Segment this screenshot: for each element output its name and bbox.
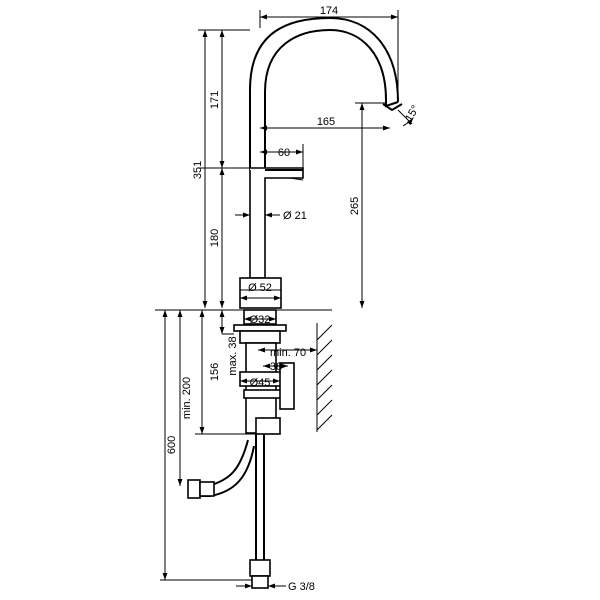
dim-diameter-32: Ø32 [250,314,271,326]
dim-g-3-8: G 3/8 [288,581,315,593]
dim-180: 180 [209,229,221,247]
dim-265: 265 [349,197,361,215]
dim-156: 156 [209,363,221,381]
dim-600: 600 [166,436,178,454]
dim-351: 351 [192,161,204,179]
faucet-outline [155,16,403,589]
dim-diameter-45: Ø45 [250,377,271,389]
wall-hatch [316,323,333,432]
dim-diameter-52: Ø 52 [248,282,272,294]
faucet-body [249,167,304,279]
dim-60: 60 [278,147,290,159]
dim-38: 38 [270,361,282,373]
dim-165: 165 [317,116,335,128]
dim-min-200: min. 200 [181,377,193,419]
dim-min-70: min. 70 [270,347,306,359]
dimension-lines [160,10,414,589]
dim-174: 174 [320,5,338,17]
dim-15-degrees: 15° [403,103,422,123]
dim-diameter-21: Ø 21 [283,210,307,222]
dim-max-38: max. 38 [227,336,239,375]
dim-171: 171 [209,91,221,109]
dimension-labels: 174 165 15° 60 Ø 21 351 171 180 265 Ø 52… [166,5,422,593]
faucet-base [239,277,282,309]
